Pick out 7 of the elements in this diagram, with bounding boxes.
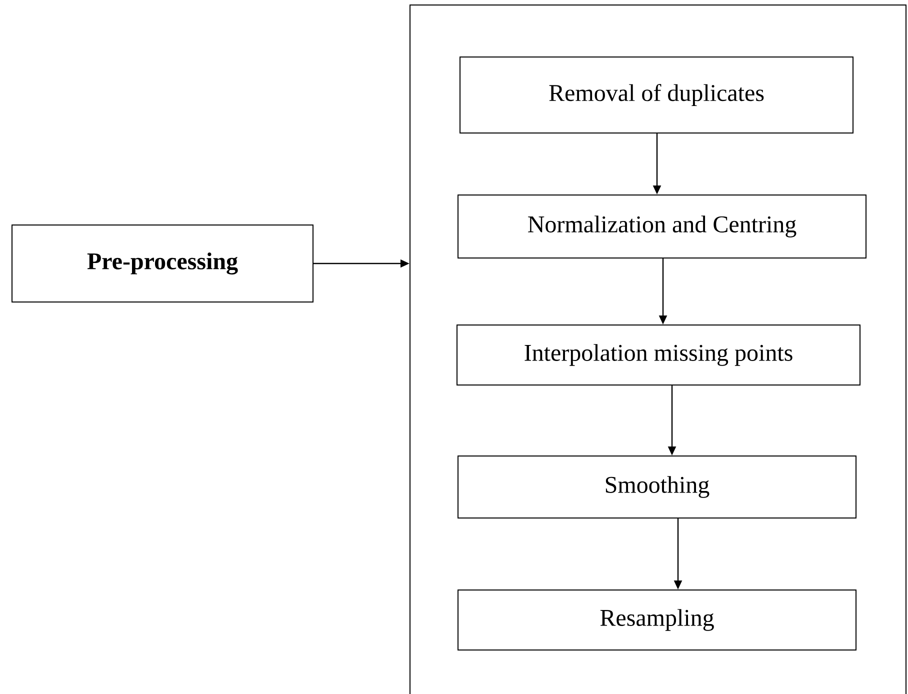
container-box (410, 4, 906, 694)
process-box: Smoothing (458, 456, 856, 518)
process-box: Normalization and Centring (458, 194, 866, 258)
process-box: Removal of duplicates (460, 56, 854, 134)
process-box: Interpolation missing points (456, 324, 860, 386)
process-box: Resampling (458, 590, 856, 650)
step-box: Pre-processing (12, 224, 314, 302)
